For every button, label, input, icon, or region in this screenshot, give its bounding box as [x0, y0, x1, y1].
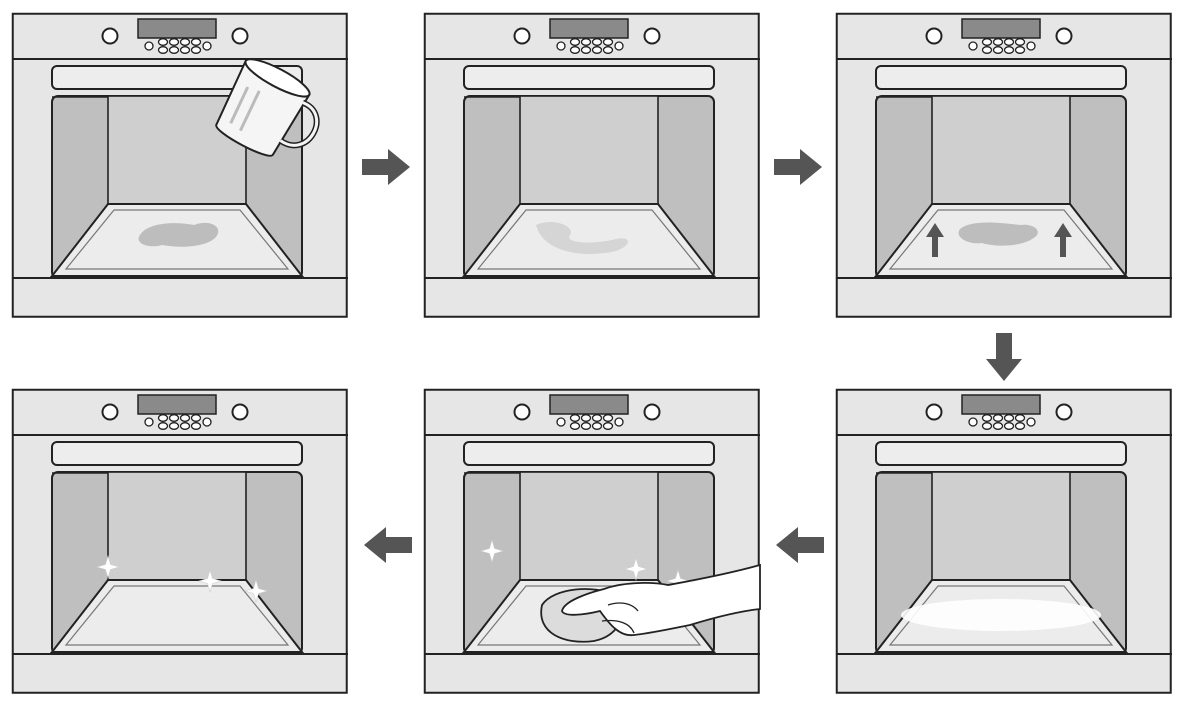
oven-step-5: [423, 388, 761, 694]
water-spreading: [536, 222, 628, 254]
flow-arrow-left: [364, 527, 412, 563]
steam-up-arrows-icon: [926, 223, 1072, 257]
oven-step-4: [835, 388, 1173, 694]
water-jug-icon: [215, 58, 320, 157]
oven-step-3: [835, 12, 1173, 318]
water-puddle: [138, 222, 219, 247]
water-puddle: [958, 222, 1038, 246]
oven-step-2: [423, 12, 761, 318]
flow-arrow-right: [774, 149, 822, 185]
flow-arrow-right: [362, 149, 410, 185]
flow-arrow-left: [776, 527, 824, 563]
clean-glow: [901, 599, 1101, 631]
oven-step-6: [11, 388, 349, 694]
wiping-hand-icon: [540, 563, 761, 643]
flow-arrow-down: [986, 333, 1022, 381]
oven-step-1: [11, 12, 349, 318]
